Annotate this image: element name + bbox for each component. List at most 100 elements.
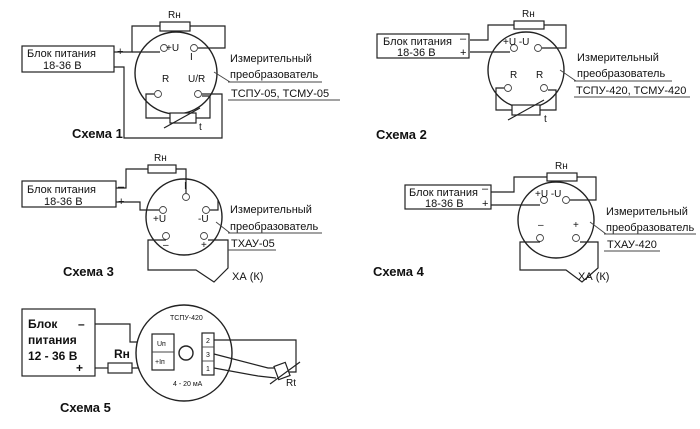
load-resistor-label: Rн xyxy=(555,161,568,172)
pin-plus xyxy=(200,232,208,240)
desc-leader xyxy=(559,69,577,82)
scheme-caption: Схема 1 xyxy=(72,126,123,141)
pin-r-left xyxy=(504,84,512,92)
wire-sensor-left xyxy=(495,87,512,111)
pin-label-minus: – xyxy=(163,240,169,251)
thermocouple-wire xyxy=(519,241,599,283)
desc-leader xyxy=(215,221,231,234)
scheme-2: Блок питания 18-36 В – + +U -U R R Rн t … xyxy=(376,9,690,142)
pin-plus-u xyxy=(510,44,518,52)
desc-line1: Измерительный xyxy=(230,204,312,216)
desc-line1: Измерительный xyxy=(606,206,688,218)
load-resistor xyxy=(513,20,545,30)
load-resistor-label: Rн xyxy=(114,347,130,361)
pin-label-plus-u: +U xyxy=(166,43,179,54)
wire-sensor-left xyxy=(145,93,170,119)
pin-label-plus-u: +U xyxy=(153,214,166,225)
wire-rn-right xyxy=(542,24,567,49)
wire-rn-right xyxy=(190,25,226,49)
pin-label-plus: + xyxy=(201,240,207,251)
rtd-arrow xyxy=(163,107,201,129)
scheme-caption: Схема 4 xyxy=(373,264,425,279)
power-supply-box xyxy=(21,45,115,73)
scheme-3: Блок питания 18-36 В – + I +U -U – + Rн … xyxy=(21,153,322,283)
terminal-minus: – xyxy=(78,317,85,331)
pin-plus-u xyxy=(540,196,548,204)
desc-line2: преобразователь xyxy=(230,221,318,233)
pin-minus-u xyxy=(534,44,542,52)
wire-rn-left xyxy=(114,25,160,53)
power-supply-voltage: 18-36 В xyxy=(397,47,436,59)
desc-line2: преобразователь xyxy=(606,222,694,234)
model-label: ТХАУ-05 xyxy=(231,238,275,250)
wire-minus xyxy=(114,66,223,139)
wire-rn-right xyxy=(176,168,187,193)
load-resistor-label: Rн xyxy=(168,10,181,21)
wire-sensor-right xyxy=(196,95,211,119)
wire-rn-left xyxy=(470,24,514,41)
desc-line2: преобразователь xyxy=(230,69,318,81)
scheme-1: Блок питания 18-36 В + – +U I R U/R Rн t… xyxy=(21,10,340,141)
rtd-sensor xyxy=(273,361,291,381)
pin-label-i: I xyxy=(190,52,193,63)
wire-sensor-right xyxy=(540,89,557,111)
power-supply-voltage: 18-36 В xyxy=(425,198,464,210)
pin-u-r xyxy=(194,90,202,98)
model-label: ТСПУ-05, ТСМУ-05 xyxy=(231,88,329,100)
pin-label-top: +U -U xyxy=(535,189,561,200)
pin-r xyxy=(154,90,162,98)
device-label: ТСПУ-420 xyxy=(170,315,203,322)
scheme-caption: Схема 5 xyxy=(60,400,111,415)
terminal-1: 1 xyxy=(206,366,210,373)
load-resistor xyxy=(546,172,578,182)
load-resistor-label: Rн xyxy=(154,153,167,164)
pin-label-r-left: R xyxy=(510,70,517,81)
power-supply-box xyxy=(21,180,117,208)
scheme-caption: Схема 3 xyxy=(63,264,114,279)
load-resistor xyxy=(107,362,133,374)
rtd-label: Rt xyxy=(286,378,296,389)
model-label: ТСПУ-420, ТСМУ-420 xyxy=(576,85,686,97)
center-hole xyxy=(178,345,194,361)
thermocouple-label: ХА (К) xyxy=(232,271,263,283)
pin-label-r: R xyxy=(162,74,169,85)
pin-plus xyxy=(572,234,580,242)
pin-label-u-r: U/R xyxy=(188,74,205,85)
load-resistor-label: Rн xyxy=(522,9,535,20)
wire-terminal-1 xyxy=(213,367,277,379)
power-supply-label-line2: питания xyxy=(28,333,77,347)
power-supply-label: Блок питания xyxy=(27,48,96,60)
model-label: ТХАУ-420 xyxy=(607,239,657,251)
wire-rn-right xyxy=(570,176,597,201)
desc-leader xyxy=(213,71,231,83)
terminal-minus: – xyxy=(482,183,489,195)
wire-minus-u xyxy=(210,200,219,211)
power-supply-label: Блок питания xyxy=(383,36,452,48)
wire-plus xyxy=(116,201,159,211)
wire-rn-left xyxy=(116,168,148,189)
rtd-t-label: t xyxy=(544,114,547,125)
terminal-in: +Iп xyxy=(155,359,165,366)
terminal-2: 2 xyxy=(206,338,210,345)
wire-terminal-2 xyxy=(214,339,297,373)
pin-label-minus-u: -U xyxy=(198,214,209,225)
thermocouple-wire xyxy=(147,239,229,283)
rtd-arrow xyxy=(507,99,545,121)
scheme-4: Блок питания 18-36 В – + +U -U – + Rн ХА… xyxy=(373,161,696,283)
pin-label-plus: + xyxy=(573,220,579,231)
wire-rn-left xyxy=(491,176,547,193)
power-supply-box xyxy=(21,308,96,377)
power-supply-voltage: 18-36 В xyxy=(43,60,82,72)
terminal-plus: + xyxy=(76,361,83,375)
pin-label-top: +U -U xyxy=(503,37,529,48)
terminal-minus: – xyxy=(460,33,467,45)
transducer-circle xyxy=(145,178,223,256)
rtd-t-label: t xyxy=(199,122,202,133)
desc-line1: Измерительный xyxy=(577,52,659,64)
current-label: 4 - 20 мА xyxy=(173,381,203,388)
terminal-u: Uп xyxy=(157,341,166,348)
rtd-arrow xyxy=(269,361,301,385)
power-supply-label-line1: Блок xyxy=(28,317,58,331)
pin-r-right xyxy=(540,84,548,92)
